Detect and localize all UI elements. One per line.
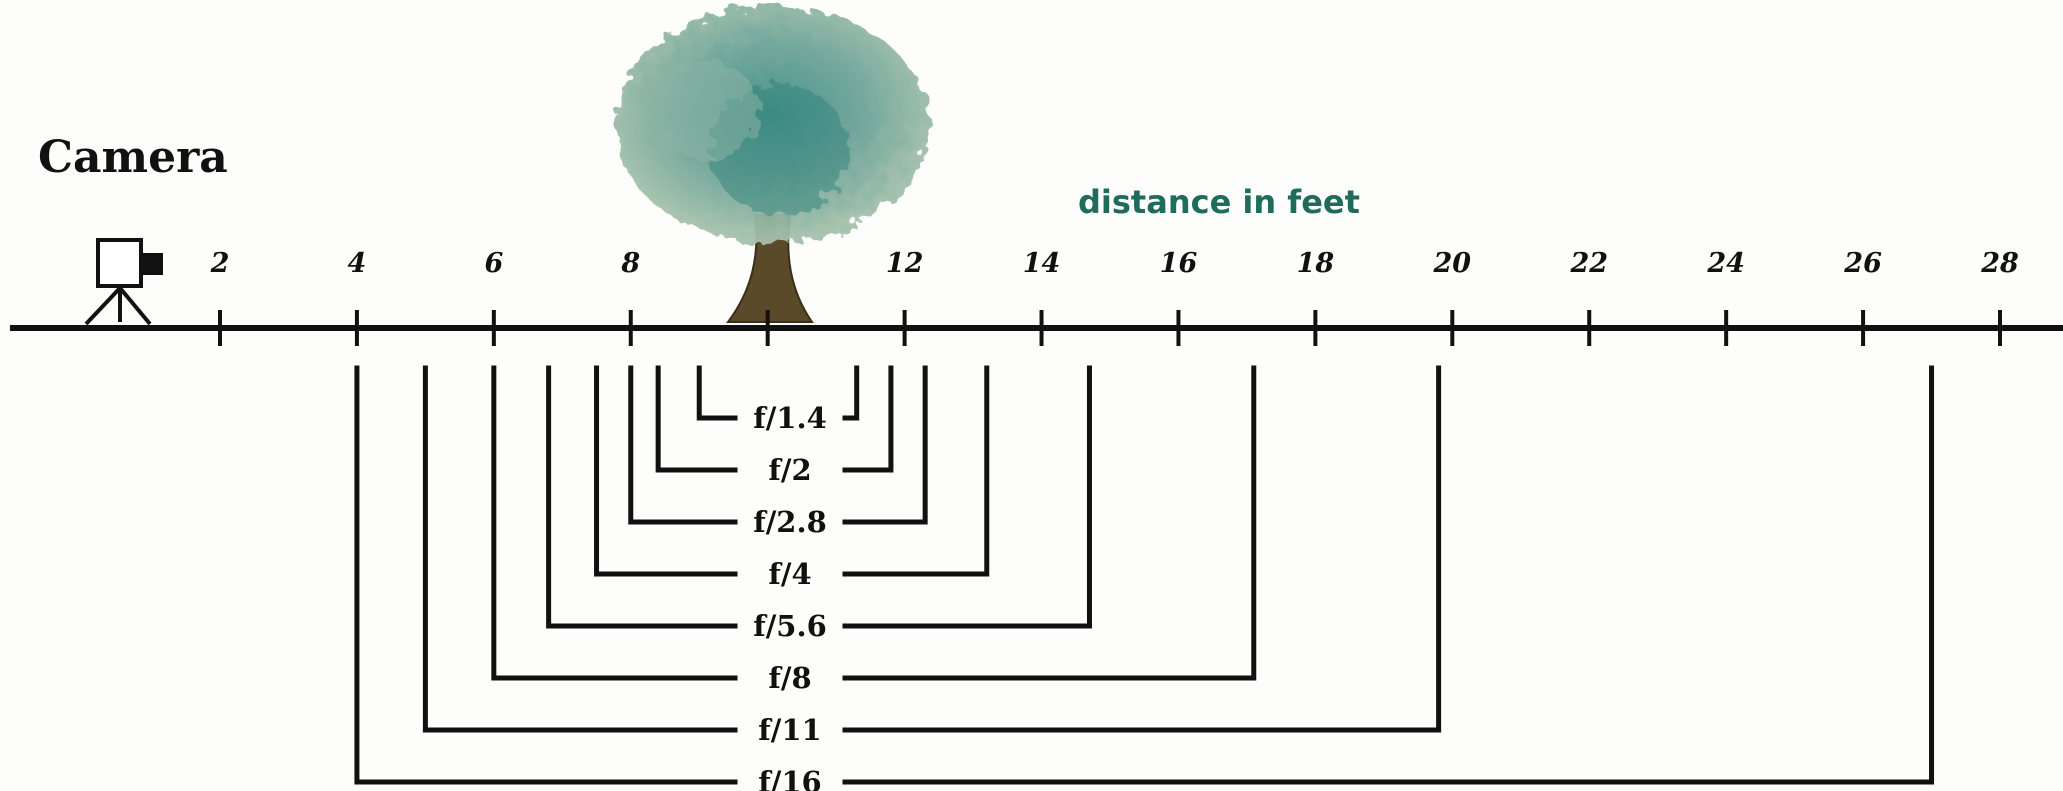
dof-bracket-near [354, 365, 738, 785]
aperture-label: f/16 [758, 765, 821, 791]
aperture-label: f/2.8 [753, 505, 827, 539]
dof-bracket-far [842, 365, 1257, 681]
axis-tick-label: 18 [1297, 248, 1335, 279]
dof-bracket-near [696, 365, 738, 421]
axis-tick-label: 8 [620, 248, 640, 279]
axis-tick-label: 28 [1980, 248, 2019, 279]
axis-tick-label: 4 [348, 248, 367, 279]
aperture-label: f/1.4 [753, 401, 827, 435]
axis-tick-label: 26 [1843, 248, 1882, 279]
aperture-label: f/5.6 [753, 609, 827, 643]
axis-tick-label: 12 [886, 248, 924, 279]
dof-bracket-far [842, 365, 990, 577]
axis-tick-label: 20 [1433, 248, 1472, 279]
dof-bracket-near [628, 365, 738, 525]
camera-label: Camera [38, 132, 228, 183]
tree-icon [614, 7, 930, 323]
axis-tick-label: 6 [484, 248, 503, 279]
dof-bracket-far [842, 365, 928, 525]
axis-tick-label: 2 [210, 248, 230, 279]
dof-bracket-far [842, 365, 860, 421]
dof-bracket-near [546, 365, 738, 629]
aperture-label: f/2 [768, 453, 811, 487]
axis-tick-label: 14 [1023, 248, 1061, 279]
axis-tick-label: 16 [1160, 248, 1198, 279]
camera-on-tripod-icon [84, 238, 163, 326]
depth-of-field-brackets: f/1.4 f/2 f/2.8 f/4 f/5.6 f/8 f/11 f/16 [354, 365, 1935, 791]
dof-bracket-near [594, 365, 738, 577]
axis-tick-label: 22 [1569, 248, 1608, 279]
dof-bracket-near [491, 365, 738, 681]
dof-bracket-far [842, 365, 1092, 629]
aperture-label: f/4 [768, 557, 811, 591]
dof-bracket-far [842, 365, 894, 473]
aperture-label: f/11 [758, 713, 821, 747]
axis-tick-label: 24 [1706, 248, 1745, 279]
dof-bracket-near [655, 365, 738, 473]
axis-title: distance in feet [1078, 183, 1360, 221]
dof-bracket-far [842, 365, 1935, 785]
dof-bracket-far [842, 365, 1442, 733]
aperture-label: f/8 [768, 661, 811, 695]
dof-bracket-near [422, 365, 738, 733]
